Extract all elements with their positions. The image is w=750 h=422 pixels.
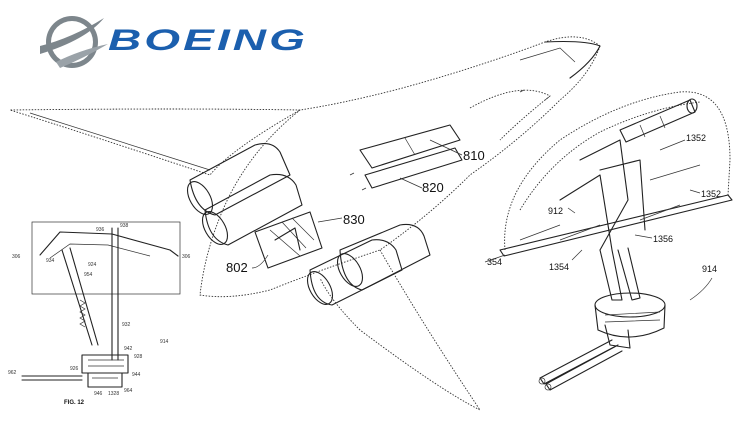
fig12-label-938: 938 <box>120 223 129 229</box>
leader-810 <box>429 139 463 156</box>
label-1356: 1356 <box>653 234 673 244</box>
bay-dome-inner <box>519 101 701 211</box>
fig12-label-928: 928 <box>134 354 143 360</box>
fig12-label-932: 932 <box>122 322 131 328</box>
cockpit-line <box>519 47 576 63</box>
fig12-barrel <box>21 375 83 381</box>
boeing-wordmark: BOEING <box>108 24 308 57</box>
fig12-label-926: 926 <box>70 366 79 372</box>
weapons-bay-802 <box>254 211 323 269</box>
boeing-symbol-icon <box>40 16 108 68</box>
fig12-mast <box>111 227 119 361</box>
deploy-boom <box>599 247 641 301</box>
fuselage-windows <box>349 89 550 191</box>
label-1354: 1354 <box>549 262 569 272</box>
fig12-label-942: 942 <box>124 346 133 352</box>
leader-1356 <box>634 234 653 239</box>
label-354: 354 <box>487 257 502 267</box>
fig12-turret <box>81 354 129 388</box>
label-1352-top: 1352 <box>686 133 706 143</box>
leader-354 <box>484 254 506 263</box>
floor-plate <box>499 194 733 257</box>
nose-cone <box>544 40 601 79</box>
bay-door-820 <box>364 147 463 189</box>
fuselage-outline <box>199 36 601 298</box>
fig12-label-306-left: 306 <box>12 254 21 260</box>
leader-1354 <box>571 249 583 261</box>
fig12-caption: FIG. 12 <box>64 400 85 406</box>
link-arm-1 <box>579 139 629 251</box>
fig12-label-962: 962 <box>8 370 17 376</box>
fig12-label-306-right: 306 <box>182 254 191 260</box>
bay-mechanism-figure: 1352 1352 912 1356 354 1354 914 <box>484 91 733 391</box>
boeing-logo: BOEING <box>40 16 308 68</box>
fig12-label-964: 964 <box>124 388 133 394</box>
label-802: 802 <box>226 260 248 275</box>
fig12-label-914: 914 <box>160 339 169 345</box>
tail-fin <box>469 89 551 141</box>
fig12-linkage <box>39 231 179 257</box>
fig12-label-946: 946 <box>94 391 103 397</box>
label-912: 912 <box>548 206 563 216</box>
fig12-label-1328: 1328 <box>108 391 119 397</box>
fig12-label-936: 936 <box>96 227 105 233</box>
fig12-spring <box>79 299 86 328</box>
actuator-cylinder <box>619 98 698 143</box>
leader-1352a <box>659 139 686 151</box>
fig12-label-944: 944 <box>132 372 141 378</box>
label-830: 830 <box>343 212 365 227</box>
fig12-labels: 306 306 936 938 934 924 954 932 914 942 … <box>8 223 191 397</box>
fig12-frame <box>31 221 181 295</box>
leader-912 <box>567 207 576 214</box>
left-wing <box>9 108 301 176</box>
fig12-label-924: 924 <box>88 262 97 268</box>
link-arm-2 <box>599 159 646 231</box>
fig12-arm <box>49 243 151 259</box>
fig12-schematic: 306 306 936 938 934 924 954 932 914 942 … <box>8 221 191 406</box>
bay-door-810 <box>359 124 461 169</box>
wing-detail-line <box>29 112 211 171</box>
floor-struts <box>519 164 701 241</box>
link-arm-3 <box>559 174 613 251</box>
turret-base <box>594 292 666 349</box>
leader-830 <box>317 217 343 223</box>
fig12-strut <box>61 247 99 346</box>
leader-1352b <box>689 189 701 194</box>
leader-820 <box>399 177 423 189</box>
engine-nacelle-right-2 <box>306 239 403 306</box>
label-914-right: 914 <box>702 264 717 274</box>
gun-barrels <box>538 339 623 391</box>
fig12-label-934: 934 <box>46 258 55 264</box>
leader-914-right <box>689 277 713 301</box>
fig12-label-954: 954 <box>84 272 93 278</box>
bay-dome <box>504 91 731 251</box>
label-1352-right: 1352 <box>701 189 721 199</box>
right-wing <box>319 249 482 412</box>
leader-802 <box>251 254 269 269</box>
label-820: 820 <box>422 180 444 195</box>
engine-nacelle-left-1 <box>186 143 291 216</box>
engine-nacelle-left-2 <box>201 173 303 246</box>
label-810: 810 <box>463 148 485 163</box>
aircraft-drawing: 810 820 830 802 <box>9 36 601 412</box>
